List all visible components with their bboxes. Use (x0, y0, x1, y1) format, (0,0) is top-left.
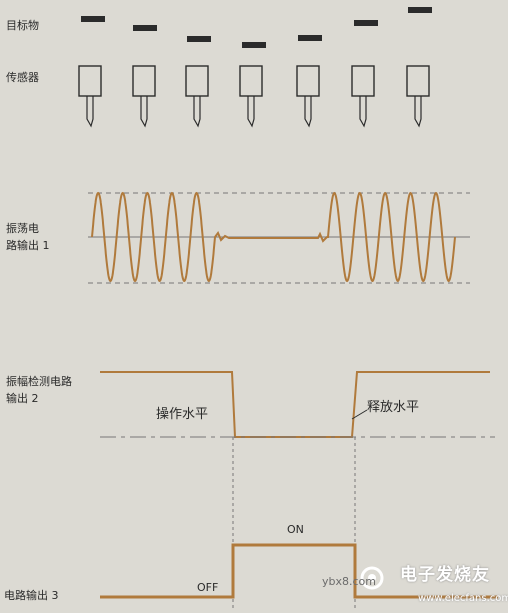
operate-level-label: 操作水平 (156, 407, 209, 422)
amp-detect-label-line2: 输出 2 (6, 392, 39, 405)
watermark: ybx8.com 电子发烧友 www.elecfans.com (322, 562, 508, 612)
sensor-7 (406, 65, 430, 128)
sensor-body (351, 65, 375, 97)
target-bar-4 (242, 42, 266, 48)
watermark-id: ybx8.com (322, 575, 376, 588)
sensor-probe (193, 96, 201, 128)
sensor-4 (239, 65, 263, 128)
target-bar-6 (354, 20, 378, 26)
circuit-output-waveform (100, 543, 498, 599)
release-level-label: 释放水平 (367, 400, 420, 415)
sensor-body (406, 65, 430, 97)
on-label: ON (287, 523, 304, 536)
oscillation-waveform (91, 191, 456, 283)
osc-output-label-line2: 路输出 1 (6, 239, 50, 252)
sensor-probe (414, 96, 422, 128)
release-pointer-line (351, 409, 368, 420)
sensor-probe (304, 96, 312, 128)
sensor-probe (359, 96, 367, 128)
osc-output-label-line1: 振荡电 (6, 222, 39, 235)
sensor-body (132, 65, 156, 97)
off-label: OFF (197, 581, 219, 594)
sensor-body (185, 65, 209, 97)
watermark-name: 电子发烧友 (400, 565, 490, 585)
sensor-1 (78, 65, 102, 128)
target-bar-7 (408, 7, 432, 13)
amp-detect-label-line1: 振幅检测电路 (6, 375, 72, 388)
sensor-6 (351, 65, 375, 128)
sensor-label: 传感器 (6, 71, 39, 84)
target-bar-2 (133, 25, 157, 31)
watermark-logo-icon (360, 566, 384, 590)
amp-detect-waveform (100, 371, 490, 438)
sensor-probe (140, 96, 148, 128)
sensor-body (239, 65, 263, 97)
circuit-output-3-label: 电路输出 3 (4, 589, 59, 602)
sensor-3 (185, 65, 209, 128)
sensor-2 (132, 65, 156, 128)
sensor-probe (86, 96, 94, 128)
target-bar-1 (81, 16, 105, 22)
sensor-probe (247, 96, 255, 128)
sensor-5 (296, 65, 320, 128)
target-bar-3 (187, 36, 211, 42)
sensor-body (296, 65, 320, 97)
target-label: 目标物 (6, 19, 39, 32)
target-bar-5 (298, 35, 322, 41)
watermark-url: www.elecfans.com (418, 593, 508, 604)
sensor-body (78, 65, 102, 97)
